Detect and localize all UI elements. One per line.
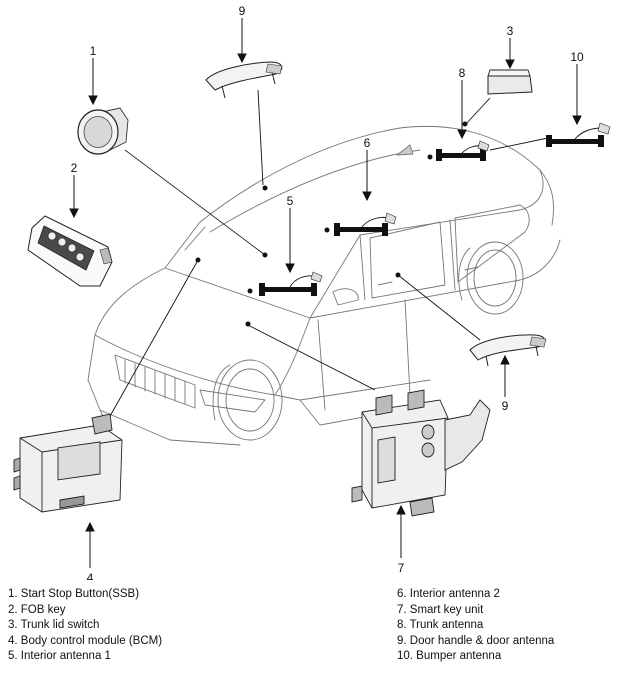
smart-key-system-diagram: 1 2 3 4 5 6 7 8 9 9 10 bbox=[13, 4, 611, 580]
legend-item: 4. Body control module (BCM) bbox=[8, 634, 163, 647]
trunk-lid-switch-icon bbox=[487, 69, 533, 95]
door-handle-antenna-right-icon bbox=[469, 334, 547, 367]
callout-4: 4 bbox=[87, 571, 94, 580]
legend-item: 6. Interior antenna 2 bbox=[397, 588, 500, 600]
fob-key-icon bbox=[27, 215, 113, 287]
legend-item: 9. Door handle & door antenna bbox=[397, 634, 555, 647]
door-handle-antenna-top-icon bbox=[205, 61, 283, 99]
leader-lines bbox=[104, 89, 549, 426]
start-stop-button-icon bbox=[77, 107, 129, 155]
legend-left-column: 1. Start Stop Button(SSB) 2. FOB key 3. … bbox=[8, 587, 162, 665]
trunk-antenna-icon bbox=[436, 140, 490, 161]
legend-item: 8. Trunk antenna bbox=[397, 619, 484, 632]
callout-8: 8 bbox=[459, 66, 466, 80]
interior-antenna-2-icon bbox=[334, 212, 397, 236]
callout-2: 2 bbox=[71, 161, 78, 175]
body-control-module-icon bbox=[13, 413, 123, 513]
legend-item: 3. Trunk lid switch bbox=[8, 619, 100, 632]
callout-1: 1 bbox=[90, 44, 97, 58]
interior-antenna-1-icon bbox=[259, 271, 323, 296]
smart-key-unit-icon bbox=[351, 389, 491, 517]
legend-item: 1. Start Stop Button(SSB) bbox=[8, 588, 140, 600]
callout-9-top: 9 bbox=[239, 4, 246, 18]
legend-right-column: 6. Interior antenna 2 7. Smart key unit … bbox=[397, 587, 554, 665]
legend-item: 5. Interior antenna 1 bbox=[8, 650, 111, 663]
callout-9-right: 9 bbox=[502, 399, 509, 413]
car-outline bbox=[87, 125, 561, 446]
callout-6: 6 bbox=[364, 136, 371, 150]
callout-numbers: 1 2 3 4 5 6 7 8 9 9 10 bbox=[71, 4, 584, 580]
callout-7: 7 bbox=[398, 561, 405, 575]
bumper-antenna-icon bbox=[546, 122, 611, 147]
legend-item: 7. Smart key unit bbox=[397, 603, 484, 616]
location-dots bbox=[195, 121, 468, 327]
callout-10: 10 bbox=[570, 50, 584, 64]
arrows bbox=[69, 18, 582, 568]
callout-5: 5 bbox=[287, 194, 294, 208]
callout-3: 3 bbox=[507, 24, 514, 38]
legend-item: 2. FOB key bbox=[8, 603, 66, 616]
legend-item: 10. Bumper antenna bbox=[397, 650, 502, 663]
